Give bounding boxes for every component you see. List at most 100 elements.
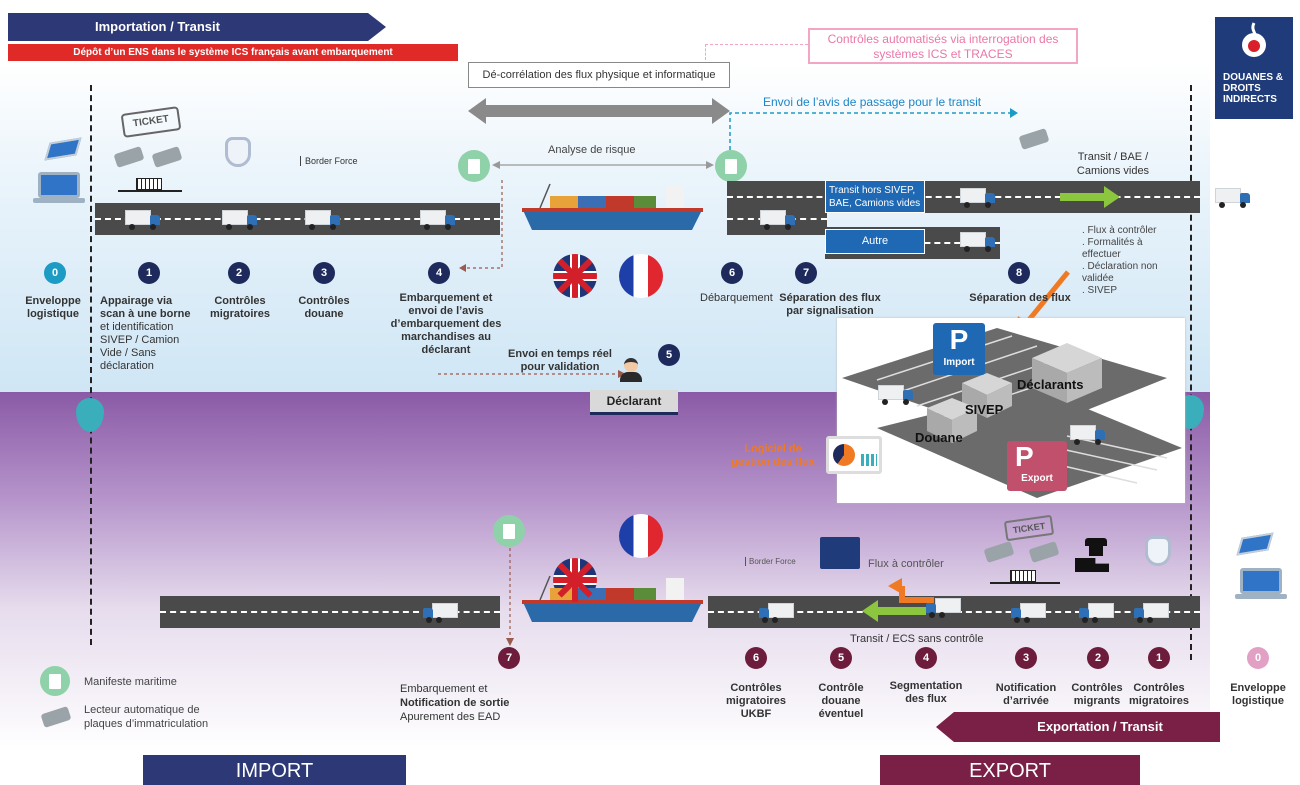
transit-bae-label: Transit / BAE / Camions vides (1076, 151, 1150, 177)
analyse-risque-label: Analyse de risque (548, 144, 636, 156)
parking-export-sign: P Export (1007, 441, 1067, 491)
shield-icon-import (225, 137, 251, 167)
lane-transit-hors-sivep: Transit hors SIVEP, BAE, Camions vides (825, 180, 925, 213)
import-step-8-label: Séparation des flux (969, 292, 1071, 304)
douanes-logo-text: DOUANES & DROITS INDIRECTS (1223, 72, 1284, 105)
export-step-7-label-a: Embarquement et (400, 683, 488, 695)
avis-passage-arrow (729, 108, 1018, 157)
import-step-5-badge: 5 (658, 344, 680, 366)
export-step-4-badge: 4 (915, 647, 937, 669)
truck-parking-1 (878, 385, 913, 405)
export-step-4-label: Segmentation des flux (889, 680, 963, 705)
legend-manifeste-icon (40, 666, 70, 696)
export-transit-title: Exportation / Transit (1037, 719, 1163, 734)
barrier-icon-export (990, 570, 1060, 584)
import-step-7-badge: 7 (795, 262, 817, 284)
export-step-2-label: Contrôles migrants (1071, 682, 1123, 707)
truck-export-6 (1134, 603, 1177, 623)
douanes-flame-icon (1242, 22, 1266, 57)
export-step-5-badge: 5 (830, 647, 852, 669)
export-step-1-label: Contrôles migratoires (1129, 682, 1189, 707)
declarant-box: Déclarant (590, 390, 678, 415)
import-step-4-label: Embarquement et envoi de l’avis d’embarq… (390, 292, 502, 356)
orange-export-arrow (888, 578, 934, 603)
truck-import-7 (960, 232, 995, 252)
import-transit-banner (8, 13, 386, 41)
import-step-6-badge: 6 (721, 262, 743, 284)
tablet-icon-export (1236, 532, 1274, 556)
flux-controler-export-label: Flux à contrôler (868, 558, 944, 570)
laptop-icon-export (1240, 568, 1282, 594)
import-step-5-label: Envoi en temps réel pour validation (508, 348, 612, 373)
controles-connector (705, 44, 808, 60)
france-flag-icon-top (619, 254, 663, 298)
import-step-0-badge: 0 (44, 262, 66, 284)
barrier-icon-import (118, 178, 182, 192)
export-step-6-badge: 6 (745, 647, 767, 669)
import-step-1-label: et identification SIVEP / Camion Vide / … (100, 321, 180, 372)
decorrelation-arrow (468, 98, 730, 124)
import-step-6-label: Débarquement (700, 292, 773, 304)
export-step-3-label: Notification d’arrivée (995, 682, 1057, 707)
decorrelation-box: Dé-corrélation des flux physique et info… (468, 62, 730, 88)
truck-export-2 (759, 603, 802, 623)
avis-passage-text: Envoi de l’avis de passage pour le trans… (763, 95, 982, 109)
truck-import-5 (760, 210, 795, 230)
truck-import-6 (960, 188, 995, 208)
parking-export-p: P (1015, 441, 1034, 472)
legend-manifeste-text: Manifeste maritime (84, 676, 177, 688)
transit-ecs-label: Transit / ECS sans contrôle (850, 633, 984, 645)
cargo-ship-export (522, 575, 703, 622)
export-step-5-label: Contrôle douane éventuel (818, 682, 864, 720)
laptop-base-import (33, 198, 85, 203)
customs-officer-icon (1075, 538, 1111, 574)
truck-export-1 (423, 603, 466, 623)
controles-automatises-box: Contrôles automatisés via interrogation … (808, 28, 1078, 64)
ens-banner: Dépôt d’un ENS dans le système ICS franç… (8, 44, 458, 61)
parking-declarants-label: Déclarants (1017, 377, 1084, 392)
truck-export-4 (1011, 603, 1054, 623)
green-export-arrow (862, 600, 926, 622)
ship-pin-icon-left (76, 398, 104, 432)
export-step-2-badge: 2 (1087, 647, 1109, 669)
laptop-icon-import (38, 172, 80, 198)
import-step-1-label-bold: Appairage via scan à une borne (100, 295, 191, 320)
truck-parking-2 (1070, 425, 1105, 445)
export-step-0-label: Enveloppe logistique (1230, 682, 1286, 707)
analyse-risque-arrow (492, 161, 714, 169)
import-step-8-badge: 8 (1008, 262, 1030, 284)
truck-export-5 (1079, 603, 1122, 623)
parking-sivep-label: SIVEP (965, 402, 1004, 417)
declarant-avatar-icon (620, 358, 642, 384)
logiciel-label: Logiciel de gestion des flux (731, 443, 815, 468)
truck-export-3 (926, 598, 969, 618)
export-step-7-label-bold: Notification de sortie (400, 697, 510, 709)
douanes-logo: DOUANES & DROITS INDIRECTS (1215, 17, 1293, 119)
truck-import-2 (222, 210, 257, 230)
import-step-2-badge: 2 (228, 262, 250, 284)
footer-import-bar: IMPORT (143, 755, 406, 785)
import-step-2-label: Contrôles migratoires (210, 295, 270, 320)
export-step-1-badge: 1 (1148, 647, 1170, 669)
export-border-line (1190, 85, 1192, 660)
dashboard-monitor-icon (826, 436, 882, 474)
step5-dashed-arrow (438, 370, 626, 378)
parking-export-label: Export (1021, 473, 1053, 484)
import-step-1-badge: 1 (138, 262, 160, 284)
import-transit-title: Importation / Transit (95, 19, 220, 34)
legend-lecteur-text: Lecteur automatique de plaques d’immatri… (84, 704, 209, 730)
uk-flag-icon-top (553, 254, 597, 298)
import-step-0-label: Enveloppe logistique (25, 295, 81, 320)
truck-import-4 (420, 210, 455, 230)
truck-import-8 (1215, 188, 1250, 208)
import-border-line (90, 85, 92, 645)
import-step-3-label: Contrôles douane (298, 295, 350, 320)
step7-export-dashed-arrow (506, 548, 514, 646)
parking-douane-label: Douane (915, 430, 963, 445)
parking-import-label: Import (943, 357, 975, 368)
truck-import-1 (125, 210, 160, 230)
import-step-3-badge: 3 (313, 262, 335, 284)
export-step-0-badge: 0 (1247, 647, 1269, 669)
lane-autre: Autre (825, 229, 925, 254)
